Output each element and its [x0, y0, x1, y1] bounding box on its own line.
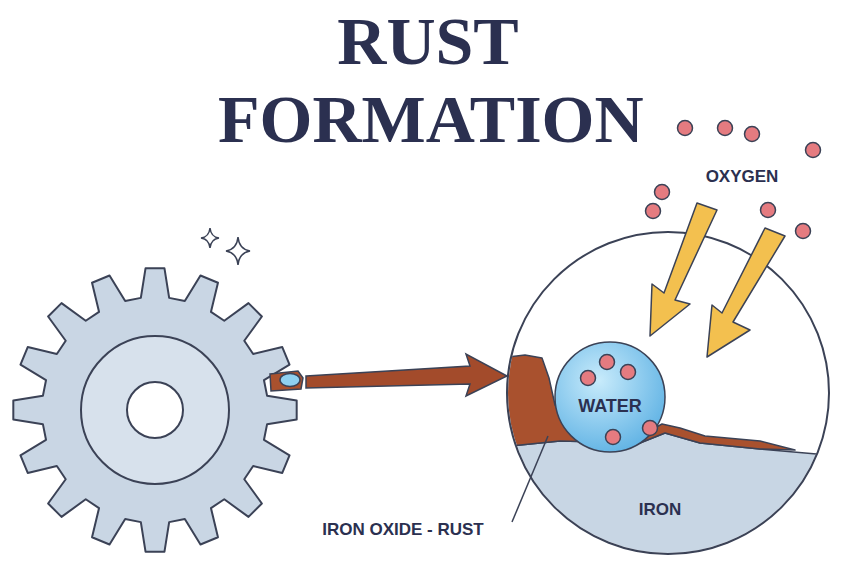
iron-node: IRON — [505, 340, 832, 560]
text-label: OXYGEN — [672, 167, 812, 187]
iron-shape — [505, 340, 832, 560]
gear-hole — [127, 382, 183, 438]
oxygen-dot — [796, 224, 811, 239]
oxygen-dot — [646, 204, 661, 219]
diagram-title: RUST FORMATION — [218, 2, 638, 158]
rust-layer — [505, 355, 795, 450]
zoom-arrow — [306, 354, 507, 396]
text-label: IRON OXIDE - RUST — [278, 520, 528, 540]
water-droplet — [280, 374, 300, 387]
oxygen-dot — [655, 185, 670, 200]
sparkle — [201, 228, 219, 248]
water-node: WATER — [553, 340, 667, 454]
oxygen-dot — [678, 121, 693, 136]
oxygen-dot — [606, 430, 621, 445]
oxygen-molecules — [581, 121, 821, 445]
oxygen-dot — [718, 121, 733, 136]
gear-illustration — [13, 268, 296, 551]
node-text: WATER — [553, 396, 667, 417]
sparkle — [226, 237, 250, 265]
oxygen-dot — [745, 127, 760, 142]
zoom-circle-outline — [507, 232, 829, 554]
oxygen-dot — [581, 371, 596, 386]
leader-line — [512, 436, 548, 522]
oxygen-dot — [600, 355, 615, 370]
iron-block — [505, 433, 832, 560]
oxygen-dot — [761, 203, 776, 218]
node-text: IRON — [505, 500, 815, 520]
rust-patch — [270, 371, 303, 391]
oxygen-arrow — [707, 228, 785, 357]
oxygen-dot — [643, 421, 658, 436]
oxygen-dot — [806, 143, 821, 158]
oxygen-arrow — [650, 203, 717, 336]
gear-hub — [81, 336, 229, 484]
oxygen-dot — [621, 365, 636, 380]
gear-body — [13, 268, 296, 551]
